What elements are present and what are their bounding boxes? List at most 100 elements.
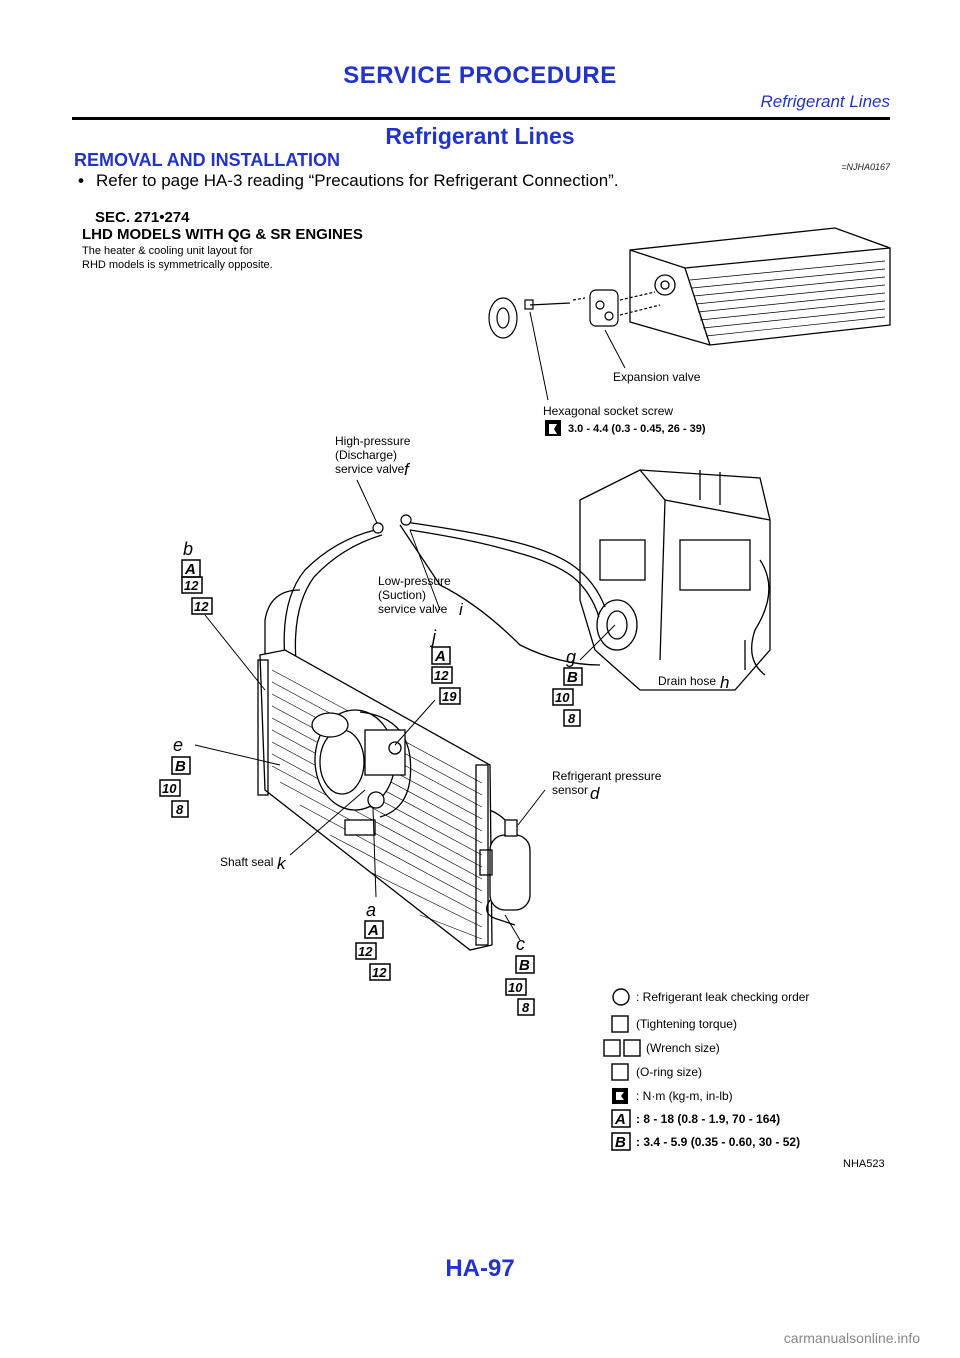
label-hex-screw: Hexagonal socket screw [543,404,673,418]
callout-box-B [515,955,535,974]
section-subheading: REMOVAL AND INSTALLATION [74,150,340,170]
callout-8-c: 8 [522,1000,530,1015]
callout-box-19 [439,687,461,705]
callout-b: b [183,539,193,559]
fig-note1: The heater & cooling unit layout for [82,245,253,257]
callout-19-j: 19 [442,689,457,704]
callout-h: h [720,673,729,692]
callout-12-j: 12 [434,668,449,683]
receiver-drier [479,819,531,926]
evaporator-core [629,227,891,346]
callout-12-b1: 12 [184,578,199,593]
callout-f: f [404,460,411,479]
callout-12-b2: 12 [194,599,209,614]
callout-a: a [366,900,376,920]
callout-j: j [429,627,437,647]
header-subtitle: Refrigerant Lines [760,92,890,111]
callout-box-B [563,667,583,686]
callout-A-a: A [367,922,379,939]
leader-lines [194,479,616,941]
callout-8-e: 8 [176,802,184,817]
figure-id: NHA523 [843,1158,885,1170]
fig-models: LHD MODELS WITH QG & SR ENGINES [82,226,363,243]
callout-box-10 [505,978,527,996]
callout-B-g: B [567,669,578,686]
label-lp-3: service valve [378,602,448,616]
callout-box-12 [181,576,203,594]
legend-box-icon [623,1039,641,1057]
callout-box-A [364,920,384,939]
callout-box-8 [563,709,581,727]
callout-c: c [516,934,525,954]
callout-10-c: 10 [508,980,523,995]
callout-8-g: 8 [568,711,576,726]
legend-torque: (Tightening torque) [636,1017,737,1031]
page-number: HA-97 [445,1255,515,1282]
legend-b-value: : 3.4 - 5.9 (0.35 - 0.60, 30 - 52) [636,1135,800,1149]
callout-box-10 [159,779,181,797]
callout-12-a1: 12 [358,944,373,959]
callout-A-j: A [434,648,446,665]
callout-box-A [431,646,451,665]
callout-i: i [459,600,464,619]
label-sensor-1: Refrigerant pressure [552,769,662,783]
watermark: carmanualsonline.info [783,1330,920,1346]
callout-12-a2: 12 [372,965,387,980]
legend-wrench: (Wrench size) [646,1041,720,1055]
label-hp-2: (Discharge) [335,448,397,462]
label-shaft-seal: Shaft seal [220,855,273,869]
bullet-text: Refer to page HA-3 reading “Precautions … [96,171,619,190]
label-drain-hose: Drain hose [658,674,716,688]
label-sensor-2: sensor [552,783,588,797]
callout-box-12 [191,597,213,615]
callout-10-e: 10 [162,781,177,796]
callout-B-e: B [175,758,186,775]
callout-box-12 [355,942,377,960]
legend-unit: : N·m (kg-m, in-lb) [636,1089,733,1103]
label-expansion-valve: Expansion valve [613,370,701,384]
callout-box-B [171,756,191,775]
callout-g: g [566,647,576,667]
legend-B-letter: B [615,1134,626,1151]
legend-circle-icon [612,988,630,1006]
callout-d: d [590,784,600,803]
callout-box-10 [552,688,574,706]
callout-10-g: 10 [555,690,570,705]
callout-box-8 [171,800,189,818]
legend-box-icon [611,1063,629,1081]
label-lp-1: Low-pressure [378,574,451,588]
fig-note2: RHD models is symmetrically opposite. [82,259,273,271]
header-title: SERVICE PROCEDURE [343,62,617,89]
legend: : Refrigerant leak checking order (Tight… [603,988,809,1151]
callout-box-12 [369,963,391,981]
torque-wrench-icon [545,420,561,436]
callout-k: k [277,854,287,873]
legend-box-B [611,1132,631,1151]
compressor [311,709,412,836]
bullet-icon: • [78,171,84,190]
legend-a-value: : 8 - 18 (0.8 - 1.9, 70 - 164) [636,1112,780,1126]
label-hp-1: High-pressure [335,434,411,448]
header-divider [72,117,890,120]
bullet-item: • Refer to page HA-3 reading “Precautions… [78,171,619,191]
legend-box-A [611,1109,631,1128]
label-lp-2: (Suction) [378,588,426,602]
legend-oring: (O-ring size) [636,1065,702,1079]
label-hex-torque: 3.0 - 4.4 (0.3 - 0.45, 26 - 39) [568,423,706,435]
callout-box-8 [517,998,535,1016]
heater-cooling-unit [579,469,771,691]
label-hp-3: service valve [335,462,405,476]
callout-box-12 [431,666,453,684]
legend-box-icon [611,1015,629,1033]
reference-id: =NJHA0167 [841,162,890,172]
fig-sec: SEC. 271•274 [95,209,190,226]
legend-box-icon [603,1039,621,1057]
legend-leak: : Refrigerant leak checking order [636,990,809,1004]
callout-e: e [173,735,183,755]
callout-B-c: B [519,957,530,974]
callout-A-b: A [184,561,196,578]
legend-A-letter: A [614,1111,626,1128]
expansion-valve-parts [488,289,661,339]
section-title: Refrigerant Lines [385,123,575,149]
